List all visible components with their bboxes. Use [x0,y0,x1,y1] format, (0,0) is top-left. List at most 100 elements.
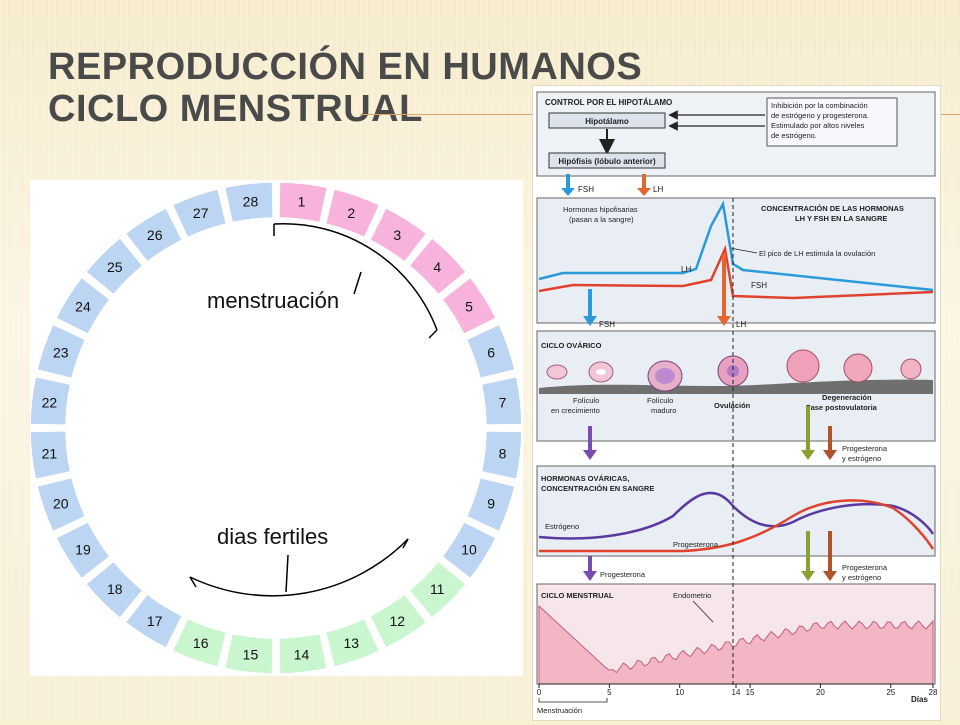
day-label-1: 1 [298,193,306,209]
note-line-4: de estrógeno. [771,131,817,140]
endometrium-layer [538,604,934,685]
menstrual-cycle-title: CICLO MENSTRUAL [541,591,614,600]
day-label-16: 16 [193,635,209,651]
day-segment-18 [84,560,144,620]
hormone-arrow-olive-head [801,571,815,581]
day-label-14: 14 [294,647,310,663]
day-segment-21 [29,430,72,481]
day-label-12: 12 [390,613,406,629]
day-label-17: 17 [147,613,163,629]
fsh-arrow-1-label: FSH [578,185,594,194]
fsh-curve [538,244,934,300]
progesterone-curve [539,499,935,553]
day-segment-3 [368,206,428,264]
axis-tick-label-15: 15 [746,688,755,697]
fertile-label: dias fertiles [217,524,328,549]
fsh-arrow-2-head [583,316,597,326]
cycle-wheel: 1234567891011121314151617181920212223242… [29,181,523,675]
pituitary-subtitle-1: Hormonas hipofisarias [563,205,638,214]
hypothalamus-note-box [766,97,898,147]
lh-arrow-1-label: LH [653,185,663,194]
day-label-18: 18 [107,581,123,597]
lh-curve-label: LH [681,265,691,274]
ovarian-cycle-title: CICLO OVÁRICO [541,341,602,350]
fertile-pointer [285,554,289,593]
ovulation-label: Ovulación [714,401,751,410]
day-segment-26 [124,206,184,264]
day-segment-9 [465,476,516,533]
slide-title: Reproducción en humanos Ciclo menstrual [48,46,642,130]
day-label-13: 13 [344,635,360,651]
corpus-luteum-3 [900,358,922,380]
lh-peak-pointer [729,247,758,254]
day-segment-27 [171,188,228,239]
day-segment-8 [480,430,523,481]
ovulation-oocyte [727,365,739,377]
day-segment-16 [171,617,228,668]
estrogen-label: Estrógeno [545,522,579,531]
day-label-19: 19 [75,541,91,557]
day-label-28: 28 [243,193,259,209]
day-segment-13 [324,617,381,668]
axis-tick-label-0: 0 [537,688,542,697]
ovarian-hormones-section [536,465,936,557]
day-segment-5 [440,276,498,336]
day-label-6: 6 [487,345,495,361]
progesterone-arrow-head [583,571,597,581]
fertile-bracket-end [402,538,409,549]
menstruation-axis-label: Menstruación [537,706,582,715]
day-segment-2 [324,188,381,239]
fsh-curve-label: FSH [751,281,767,290]
fsh-arrow-1-head [561,188,575,196]
endometrium-pointer [692,600,714,623]
day-label-27: 27 [193,205,209,221]
axis-tick-label-10: 10 [675,688,684,697]
growing-label-1: Folículo [573,396,599,405]
day-label-26: 26 [147,227,163,243]
follicle-stages [546,349,922,392]
pituitary-subtitle-2: (pasan a la sangre) [569,215,634,224]
day-label-8: 8 [499,446,507,462]
follicle-growing-oocyte [596,369,606,375]
note-line-2: de estrógeno y progesterona. [771,111,869,120]
pituitary-box-label: Hipófisis (lóbulo anterior) [558,157,656,166]
pituitary-box [548,152,666,169]
note-line-3: Estimulado por altos niveles [771,121,865,130]
mature-label-1: Folículo [647,396,673,405]
day-label-23: 23 [53,345,69,361]
ovarian-hormones-title-1: HORMONAS OVÁRICAS, [541,474,629,483]
ovarian-hormones-title-2: CONCENTRACIÓN EN SANGRE [541,484,654,493]
menstruation-bracket [273,222,438,331]
day-segment-23 [36,323,87,380]
day-segment-20 [36,476,87,533]
day-segment-4 [408,236,468,296]
day-segment-28 [223,181,274,224]
lh-arrow-1-head [637,188,651,196]
ovary-arrow-purple-head [583,450,597,460]
day-label-24: 24 [75,299,91,315]
day-label-22: 22 [42,394,58,410]
day-label-7: 7 [499,394,507,410]
ovary-arrow-olive-head [801,450,815,460]
estrogen-curve [538,491,935,540]
follicle-mature-antrum [655,368,675,384]
day-label-9: 9 [487,495,495,511]
fertile-bracket [189,538,409,597]
pituitary-hormones-section [536,197,936,324]
day-label-2: 2 [347,205,355,221]
ovary-hormones-1: Progesterona [842,444,888,453]
hormone-cycle-diagram: CONTROL POR EL HIPOTÁLAMO Hipotálamo Hip… [533,86,940,720]
day-label-20: 20 [53,495,69,511]
day-segment-11 [408,560,468,620]
menstruation-pointer [353,271,362,295]
day-segment-24 [54,276,112,336]
lh-arrow-2-label: LH [736,320,746,329]
title-line-2: Ciclo menstrual [48,88,423,130]
lh-arrow-2-head [717,316,731,326]
ovary-surface [539,379,933,394]
progesterone-label: Progesterona [673,540,719,549]
axis-tick-label-5: 5 [607,688,612,697]
fertile-bracket-start [189,576,197,588]
hormones-2-line-1: Progesterona [842,563,888,572]
day-segment-17 [124,592,184,650]
